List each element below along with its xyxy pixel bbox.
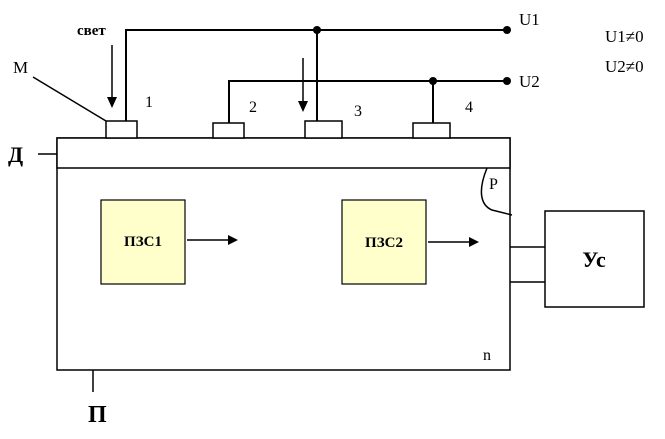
m-pointer-line — [32, 76, 107, 122]
u2-condition: U2≠0 — [605, 57, 644, 76]
ccd1-label: ПЗС1 — [124, 234, 162, 250]
p-region-boundary — [480, 167, 513, 216]
u1-terminal-dot — [503, 26, 511, 34]
amplifier-block — [544, 210, 645, 308]
electrode-3-number: 3 — [354, 103, 362, 120]
d-label: Д — [8, 142, 23, 167]
ccd1-output-arrow — [187, 235, 238, 245]
dielectric-layer — [56, 137, 511, 169]
ccd2-block — [341, 199, 427, 285]
u2-terminal-dot — [503, 77, 511, 85]
ccd1-block — [100, 199, 186, 285]
u1-bus-wire — [125, 29, 507, 121]
ccd2-output-arrow — [428, 237, 479, 247]
u2-label: U2 — [519, 72, 540, 91]
electrode-4-number: 4 — [465, 99, 473, 116]
electrode-4 — [412, 122, 451, 139]
n-region-label: n — [483, 347, 491, 364]
m-label: М — [13, 58, 28, 77]
u2-bus-wire — [228, 80, 507, 123]
electrode-2 — [212, 122, 245, 139]
electrode-1 — [105, 120, 138, 139]
electrode-3 — [304, 120, 343, 139]
light-arrow-2 — [298, 58, 308, 112]
light-label: свет — [77, 23, 106, 39]
light-arrow-1 — [107, 45, 117, 108]
u1-junction-dot — [313, 26, 321, 34]
electrode-1-number: 1 — [145, 94, 153, 111]
p-region-label: P — [489, 176, 498, 193]
u1-label: U1 — [519, 10, 540, 29]
amplifier-label: Ус — [582, 247, 606, 272]
substrate-label: П — [88, 402, 107, 428]
ccd2-label: ПЗС2 — [365, 235, 403, 251]
u1-condition: U1≠0 — [605, 27, 644, 46]
electrode-2-number: 2 — [249, 99, 257, 116]
u2-junction-dot — [429, 77, 437, 85]
